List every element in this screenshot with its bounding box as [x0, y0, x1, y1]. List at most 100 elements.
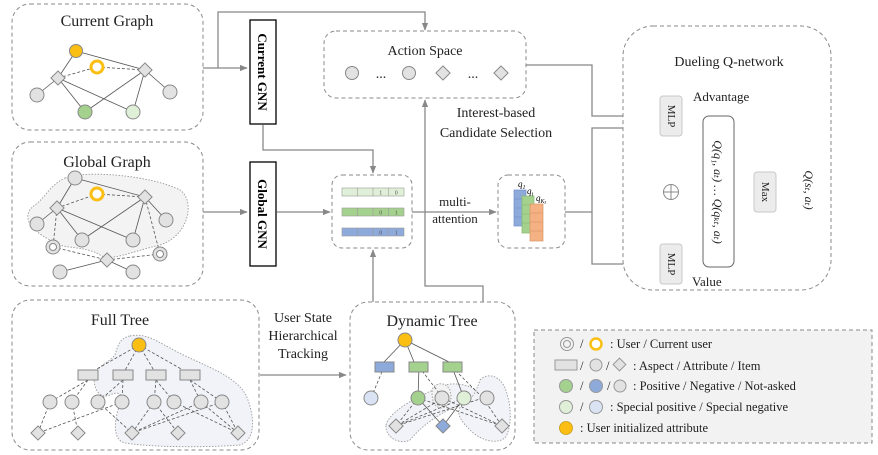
dynamic-tree-panel: Dynamic Tree: [349, 301, 516, 451]
query-label-i: qi: [527, 186, 534, 198]
item-action-icon: [493, 65, 509, 81]
current-graph-panel: Current Graph: [11, 3, 204, 131]
user-initialized-icon: [559, 421, 573, 435]
user-initialized-attribute-node: [69, 44, 83, 58]
legend-row-feedback: / / : Positive / Negative / Not-asked: [559, 379, 797, 393]
tracking-label-line2: Hierarchical: [268, 329, 337, 344]
current-user-icon: [589, 337, 603, 351]
full-tree-hull: [93, 334, 253, 448]
not-asked-node: [434, 390, 450, 406]
legend-text-user: : User / Current user: [610, 337, 713, 351]
multi-attention-line1: multi-: [439, 194, 471, 209]
attribute-node: [29, 87, 45, 103]
attribute-node: [114, 394, 130, 410]
item-icon: [612, 357, 627, 372]
candidate-selection-line1: Interest-based: [457, 106, 536, 121]
item-node: [494, 418, 510, 434]
candidate-selection-line2: Candidate Selection: [440, 126, 552, 141]
dynamic-tree-title: Dynamic Tree: [386, 313, 477, 330]
query-label-1: q1: [518, 179, 526, 191]
legend-row-types: / / : Aspect / Attribute / Item: [554, 357, 761, 373]
not-asked-node: [479, 390, 495, 406]
ellipsis: ...: [376, 67, 387, 82]
item-node: [170, 425, 186, 441]
q-output-label: Q(sₜ, aₜ): [802, 170, 816, 209]
embedding-bit: 0: [379, 211, 382, 217]
embedding-bit: 1: [379, 191, 382, 197]
embedding-bit: 0: [395, 191, 398, 197]
tracking-label-line1: User State: [274, 311, 332, 326]
legend-text-initialized: : User initialized attribute: [580, 421, 709, 435]
user-initialized-attribute-node: [131, 337, 147, 353]
special-positive-node: [456, 390, 472, 406]
user-node-inner: [156, 250, 164, 258]
positive-node: [410, 390, 426, 406]
attribute-node: [52, 264, 68, 280]
item-node: [388, 418, 404, 434]
q-values-box: Q(q₁, aₜ) … Q(qₖₜ, aₜ): [702, 115, 735, 268]
attribute-node: [64, 394, 80, 410]
user-icon: [560, 337, 574, 351]
multi-attention-label: multi- attention: [432, 194, 478, 226]
item-node: [137, 189, 153, 205]
negative-item-node: [435, 418, 451, 434]
user-icon-inner: [563, 340, 571, 348]
ellipsis: ...: [468, 67, 479, 82]
mlp-value-box: MLP: [659, 243, 683, 285]
attribute-node: [42, 394, 58, 410]
user-node-inner: [49, 243, 57, 251]
full-tree-edges: [37, 344, 239, 434]
attribute-node: [67, 170, 83, 186]
max-box: Max: [753, 171, 777, 213]
current-gnn-label: Current GNN: [255, 33, 270, 111]
attribute-node: [29, 216, 45, 232]
mlp-advantage-box: MLP: [659, 95, 683, 137]
attribute-node: [74, 232, 90, 248]
negative-aspect-node: [374, 361, 395, 373]
aspect-node: [77, 369, 99, 381]
query-stack-k: [529, 203, 544, 242]
item-action-icon: [435, 65, 451, 81]
attribute-action-icon: [402, 66, 416, 80]
legend-separator: /: [580, 400, 584, 414]
legend-text-special: : Special positive / Special negative: [610, 400, 789, 414]
legend: / : User / Current user / / : Aspect / A…: [533, 329, 873, 444]
current-user-node: [89, 186, 105, 202]
query-panel: q1 qi qKt: [497, 174, 566, 249]
aspect-node: [112, 369, 134, 381]
attribute-icon: [589, 358, 603, 372]
global-graph-title: Global Graph: [63, 154, 151, 171]
embedding-bit: 1: [395, 211, 398, 217]
item-node: [50, 70, 66, 86]
not-asked-icon: [613, 379, 627, 393]
mlp-value-label: MLP: [665, 253, 677, 276]
advantage-label: Advantage: [693, 89, 750, 104]
attribute-node: [158, 212, 174, 228]
global-gnn-label: Global GNN: [255, 179, 270, 249]
aspect-icon: [554, 359, 578, 371]
attribute-node: [162, 84, 178, 100]
embedding-bit: 0: [379, 231, 382, 237]
attribute-node: [146, 394, 162, 410]
item-node: [30, 425, 46, 441]
item-node: [137, 62, 153, 78]
item-node: [70, 425, 86, 441]
current-user-node: [89, 59, 105, 75]
embedding-bit: 1: [395, 231, 398, 237]
legend-separator: /: [580, 337, 584, 351]
legend-separator: /: [580, 379, 584, 393]
sum-operator-icon: [663, 184, 679, 200]
dueling-title: Dueling Q-network: [674, 55, 783, 70]
current-graph-edges: [36, 50, 171, 113]
positive-node: [77, 104, 93, 120]
query-label-k: qKt: [536, 193, 547, 206]
current-graph-title: Current Graph: [61, 13, 154, 30]
legend-row-initialized: : User initialized attribute: [559, 421, 709, 435]
arrow-current-graph-to-action-space: [217, 11, 429, 68]
item-node: [230, 425, 246, 441]
